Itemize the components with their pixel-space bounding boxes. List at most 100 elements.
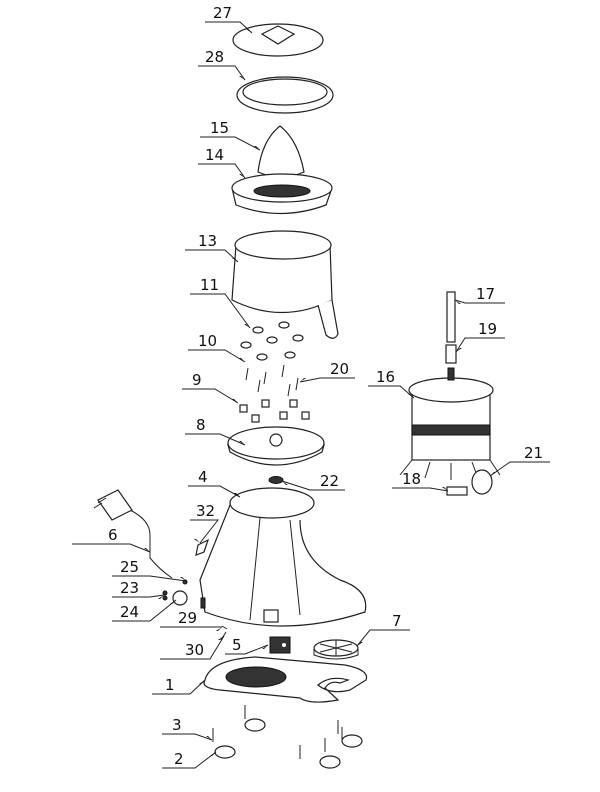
leader-line <box>356 629 410 647</box>
leader-line <box>455 337 505 353</box>
foot <box>244 718 266 732</box>
callout-17: 17 <box>454 285 505 304</box>
callout-20: 20 <box>299 360 355 383</box>
callout-number: 3 <box>172 716 182 734</box>
callout-number: 21 <box>524 444 543 462</box>
arrow-head <box>262 645 268 649</box>
arrow-head <box>170 600 176 604</box>
callout-9: 9 <box>182 371 239 404</box>
part-8-plate <box>227 426 325 466</box>
callout-24: 24 <box>112 599 177 622</box>
spacer <box>261 399 270 408</box>
callout-number: 19 <box>478 320 497 338</box>
arrow-head <box>206 736 212 740</box>
callout-4: 4 <box>188 468 241 498</box>
spacer <box>279 411 288 420</box>
callout-18: 18 <box>392 470 449 492</box>
arrow-head <box>239 441 245 445</box>
arrow-head <box>490 472 496 476</box>
part-6-power-cord <box>93 489 173 579</box>
arrow-head <box>357 642 363 646</box>
callout-number: 2 <box>174 750 184 768</box>
arrow-head <box>216 627 222 631</box>
callout-number: 6 <box>108 526 118 544</box>
arrow-head <box>239 174 245 178</box>
arrow-head <box>158 595 164 599</box>
part-2-feet <box>214 718 363 769</box>
callout-7: 7 <box>356 612 410 647</box>
callout-16: 16 <box>368 368 415 399</box>
callout-number: 25 <box>120 558 139 576</box>
arrow-head <box>455 300 461 304</box>
arrow-head <box>254 146 260 150</box>
callout-22: 22 <box>281 472 345 491</box>
leader-line <box>368 385 415 399</box>
callout-27: 27 <box>205 4 253 34</box>
callout-number: 8 <box>196 416 206 434</box>
callout-number: 27 <box>213 4 232 22</box>
callout-8: 8 <box>185 416 246 446</box>
spacer <box>251 414 260 423</box>
part-11-nuts <box>240 321 304 361</box>
arrow-head <box>300 378 306 382</box>
arrow-head <box>194 539 200 543</box>
arrow-head <box>282 481 288 485</box>
part-4-base-housing <box>199 487 367 627</box>
leader-line <box>190 293 251 329</box>
callout-number: 14 <box>205 146 224 164</box>
arrow-head <box>244 324 250 328</box>
spacer <box>301 411 310 420</box>
callout-number: 4 <box>198 468 208 486</box>
callout-15: 15 <box>200 119 261 151</box>
screw <box>245 367 249 381</box>
part-3-screws <box>212 705 343 759</box>
callout-14: 14 <box>198 146 246 179</box>
arrow-head <box>210 752 216 756</box>
part-10-screws <box>245 364 299 397</box>
part-5-switch <box>269 636 291 654</box>
leader-line <box>392 487 449 492</box>
nut <box>266 336 278 344</box>
callout-number: 13 <box>198 232 217 250</box>
leader-line <box>152 679 206 695</box>
arrow-head <box>246 29 252 33</box>
callout-number: 24 <box>120 603 139 621</box>
callout-10: 10 <box>188 332 246 363</box>
part-21-capacitor <box>471 469 493 495</box>
callout-21: 21 <box>489 444 550 477</box>
callout-32: 32 <box>190 502 220 544</box>
callout-number: 17 <box>476 285 495 303</box>
callout-number: 20 <box>330 360 349 378</box>
arrow-head <box>456 348 462 352</box>
callout-28: 28 <box>198 48 246 81</box>
leader-line <box>190 519 220 544</box>
callout-number: 9 <box>192 371 202 389</box>
callout-number: 16 <box>376 368 395 386</box>
part-16-motor <box>399 377 501 480</box>
callout-number: 1 <box>165 676 175 694</box>
callout-2: 2 <box>162 750 217 769</box>
nut <box>292 334 304 342</box>
callout-13: 13 <box>185 232 239 263</box>
part-13-juice-bowl <box>231 230 339 339</box>
part-27-lid <box>232 23 324 57</box>
callout-number: 11 <box>200 276 219 294</box>
callout-number: 30 <box>185 641 204 659</box>
leader-line <box>185 249 239 263</box>
arrow-head <box>180 577 186 581</box>
part-7-fan <box>313 639 359 660</box>
spacer <box>239 404 248 413</box>
callout-number: 15 <box>210 119 229 137</box>
arrow-head <box>199 680 205 684</box>
screw <box>281 364 285 378</box>
callout-number: 22 <box>320 472 339 490</box>
part-19-sleeve <box>445 344 457 381</box>
leader-line <box>112 575 187 582</box>
callout-number: 28 <box>205 48 224 66</box>
callout-number: 18 <box>402 470 421 488</box>
leader-line <box>182 388 239 404</box>
leader-line <box>200 136 261 151</box>
foot <box>319 755 341 769</box>
leader-line <box>225 644 269 655</box>
